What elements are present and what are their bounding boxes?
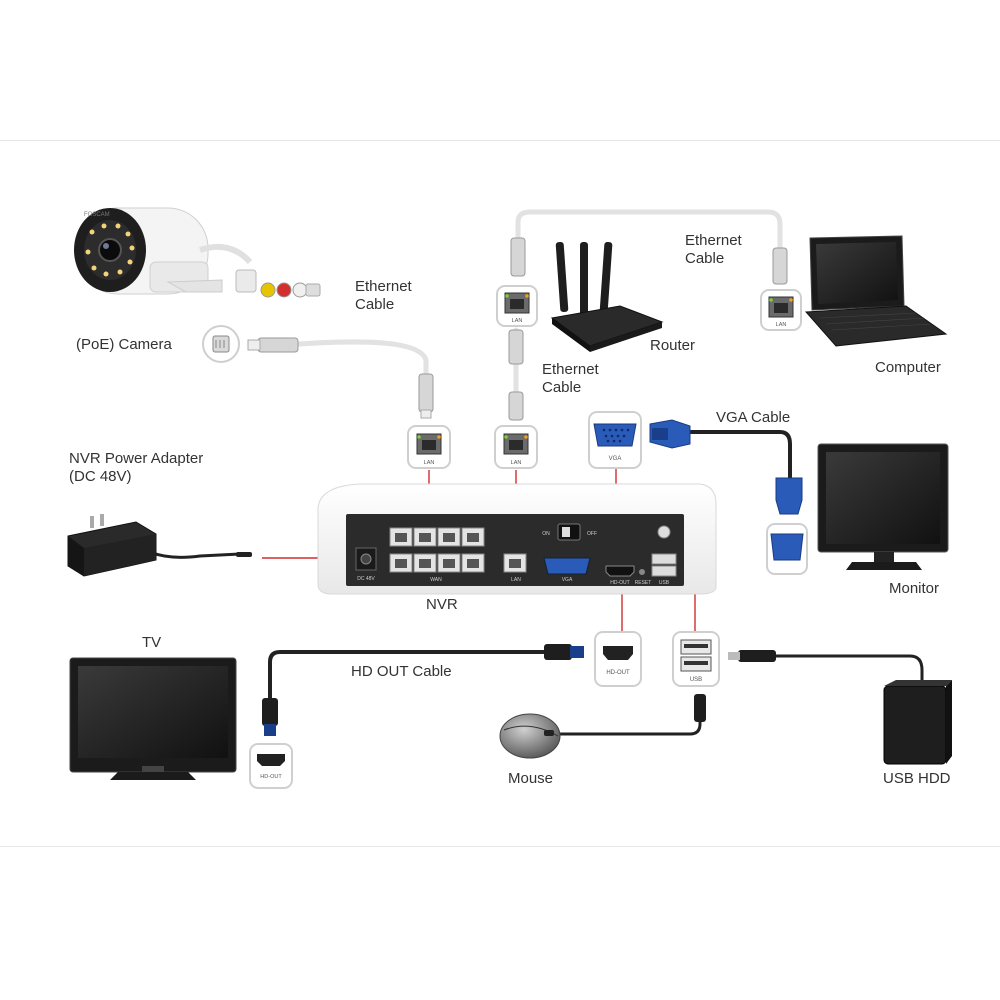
nvr-label-dc: DC 48V	[357, 576, 375, 582]
lan-callout-label-1: LAN	[424, 460, 435, 466]
mouse-label: Mouse	[508, 770, 553, 788]
nvr-label-hdout: HD-OUT	[610, 580, 629, 586]
hdout-port-callout	[595, 632, 641, 686]
camera-ethernet-cable	[300, 342, 426, 378]
vga-cable-label: VGA Cable	[716, 409, 790, 427]
power-adapter-label: NVR Power Adapter (DC 48V)	[69, 450, 203, 486]
lan-callout-label-computer: LAN	[776, 322, 787, 328]
camera-brand: FOSCAM	[84, 212, 110, 218]
rj45-callout-camera	[203, 326, 239, 362]
usb-mouse-cable	[560, 696, 700, 734]
nvr-label-lan: LAN	[511, 577, 521, 583]
tv-label: TV	[142, 634, 161, 652]
hdout-cable-label: HD OUT Cable	[351, 663, 452, 681]
usb-plug-hdd-side	[728, 650, 776, 662]
hdout-port-callout-tv	[250, 744, 292, 788]
usb-callout-label: USB	[690, 677, 702, 683]
router-label: Router	[650, 337, 695, 355]
hdout-callout-label: HD-OUT	[606, 670, 630, 676]
ethernet-cable-label-1: Ethernet Cable	[355, 278, 412, 314]
nvr-label: NVR	[426, 596, 458, 614]
vga-plug-monitor-side	[776, 478, 802, 514]
usb-hdd-label: USB HDD	[883, 770, 951, 788]
ethernet-plug-computer	[773, 248, 787, 284]
hdmi-plug-tv-side	[262, 698, 278, 736]
hdmi-plug-nvr-side	[544, 644, 584, 660]
monitor-label: Monitor	[889, 580, 939, 598]
hdout-tv-callout-label: HD-OUT	[260, 774, 282, 780]
nvr-label-usb: USB	[659, 580, 670, 586]
computer-label: Computer	[875, 359, 941, 377]
tv	[70, 658, 236, 780]
nvr-label-reset: RESET	[635, 580, 652, 586]
computer-laptop	[806, 236, 946, 346]
ethernet-plug-router-top	[511, 238, 525, 276]
poe-camera	[74, 208, 320, 297]
monitor	[818, 444, 948, 570]
ethernet-plug-camera	[248, 338, 298, 352]
usb-hdd	[884, 680, 952, 764]
usb-plug-mouse-side	[694, 694, 706, 722]
vga-port-callout-monitor	[767, 524, 807, 574]
nvr-label-on: ON	[542, 531, 550, 537]
nvr-label-vga: VGA	[562, 577, 573, 583]
ethernet-cable-label-2: Ethernet Cable	[542, 361, 599, 397]
ethernet-cable-label-3: Ethernet Cable	[685, 232, 742, 268]
nvr-label-off: OFF	[587, 531, 597, 537]
vga-plug-nvr-side	[650, 420, 690, 448]
lan-callout-label-router: LAN	[512, 318, 523, 324]
power-cable	[150, 552, 240, 557]
nvr-label-wan: WAN	[430, 577, 442, 583]
nvr-power-adapter	[68, 514, 252, 576]
router	[552, 242, 662, 352]
lan-callout-label-2: LAN	[511, 460, 522, 466]
vga-cable	[688, 432, 790, 480]
vga-callout-label: VGA	[609, 456, 622, 462]
ethernet-plug-nvr-1	[419, 374, 433, 418]
mouse	[500, 714, 560, 758]
camera-label: (PoE) Camera	[76, 336, 172, 354]
